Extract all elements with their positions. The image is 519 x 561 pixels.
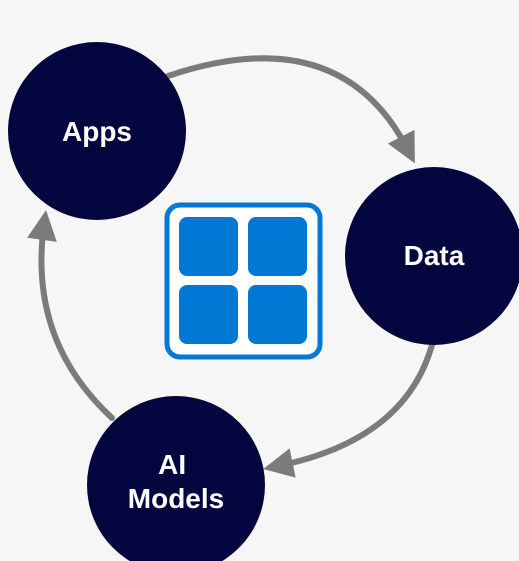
node-apps-circle (8, 42, 186, 220)
arrow-data-to-ai-models (263, 342, 435, 478)
center-icon-tile-top-left (179, 217, 238, 276)
node-ai-models-label-line1: AI (158, 449, 186, 480)
node-data-circle (345, 167, 519, 345)
node-apps: Apps (8, 42, 186, 220)
center-icon-tile-bottom-right (248, 285, 307, 344)
four-square-grid-icon (164, 202, 323, 360)
center-icon-tile-top-right (248, 217, 307, 276)
center-icon-tile-bottom-left (179, 285, 238, 344)
node-ai-models: AI Models (87, 396, 265, 561)
node-apps-label: Apps (62, 116, 132, 147)
arrow-ai-models-to-apps (27, 210, 115, 421)
node-data: Data (345, 167, 519, 345)
node-ai-models-circle (87, 396, 265, 561)
node-ai-models-label: AI Models (128, 449, 224, 514)
node-ai-models-label-line2: Models (128, 483, 224, 514)
node-data-label: Data (404, 240, 465, 271)
arrow-apps-to-data (165, 55, 415, 164)
